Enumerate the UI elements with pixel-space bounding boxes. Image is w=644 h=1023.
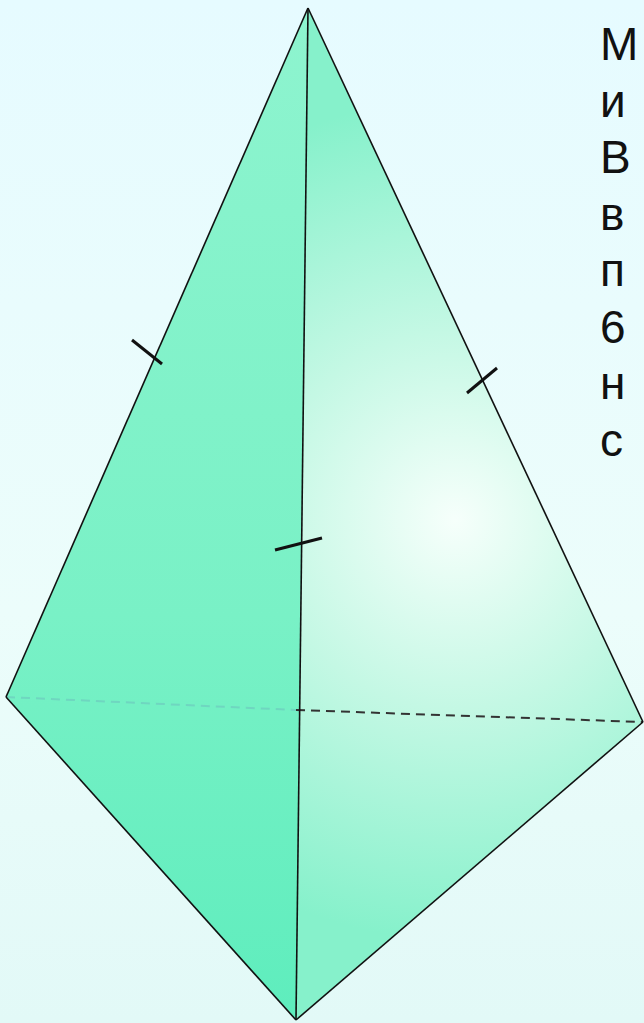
hidden-edge	[6, 697, 296, 710]
equal-ticks	[132, 340, 497, 550]
edges	[6, 8, 643, 1020]
text-fragment: п	[600, 242, 625, 298]
left-face	[6, 8, 308, 1020]
text-fragment: 6	[600, 299, 626, 355]
text-fragment: в	[600, 186, 624, 242]
right-face	[296, 8, 643, 1020]
text-fragment: М	[600, 16, 638, 72]
text-fragment: с	[600, 412, 623, 468]
text-fragment: В	[600, 129, 631, 185]
text-fragment: и	[600, 73, 626, 129]
hidden-edge	[296, 710, 643, 722]
text-fragment: н	[600, 355, 625, 411]
